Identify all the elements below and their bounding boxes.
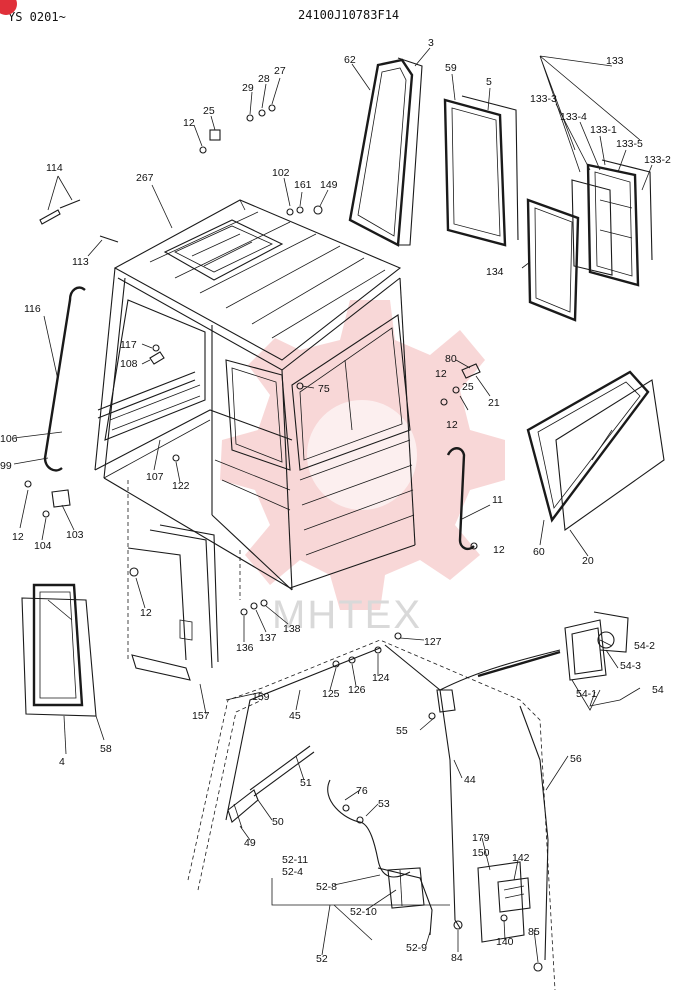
part-label: 60 [533, 546, 545, 558]
part-label: 56 [570, 753, 582, 765]
part-label: 103 [66, 529, 84, 541]
part-label: 11 [492, 494, 503, 506]
part-label: 76 [356, 785, 368, 797]
part-label: 136 [236, 642, 254, 654]
serial-range-label: YS 0201~ [8, 10, 66, 24]
part-label: 44 [464, 774, 476, 786]
part-label: 108 [120, 358, 138, 370]
hardware [24, 104, 508, 922]
part-label: 75 [318, 383, 330, 395]
part-label: 59 [445, 62, 457, 74]
part-label: 12 [493, 544, 505, 556]
work-lamp [564, 611, 629, 711]
part-label: 80 [445, 353, 457, 365]
part-label: 29 [242, 82, 254, 94]
part-label: 116 [24, 303, 41, 315]
part-label: 267 [136, 172, 154, 184]
wiring-harness [187, 639, 561, 991]
part-label: 12 [183, 117, 195, 129]
part-label: 85 [528, 926, 540, 938]
part-label: 134 [486, 266, 504, 278]
part-label: 133 [606, 55, 624, 67]
part-label: 58 [100, 743, 112, 755]
part-label: 113 [72, 256, 89, 268]
part-label: 107 [146, 471, 164, 483]
part-label: 51 [300, 777, 312, 789]
part-label: 161 [294, 179, 312, 191]
part-label: 149 [320, 179, 338, 191]
part-label: 106 [0, 433, 18, 445]
part-label: 3 [428, 37, 434, 49]
part-label: 124 [372, 672, 390, 684]
part-label: 117 [120, 339, 137, 351]
part-label: 125 [322, 688, 340, 700]
part-label: 52-10 [350, 906, 377, 918]
part-label: 133-2 [644, 154, 671, 166]
part-label: 27 [274, 65, 286, 77]
part-label: 138 [283, 623, 301, 635]
part-label: 137 [259, 632, 277, 644]
part-label: 50 [272, 816, 284, 828]
part-label: 52-8 [316, 881, 337, 893]
part-label: 28 [258, 73, 270, 85]
part-label: 12 [446, 419, 458, 431]
part-label: 54-3 [620, 660, 641, 672]
part-label: 99 [0, 460, 12, 472]
corner-badge [0, 0, 17, 15]
part-label: 21 [488, 397, 500, 409]
part-label: 84 [451, 952, 463, 964]
part-label: 5 [486, 76, 492, 88]
part-label: 12 [140, 607, 152, 619]
part-label: 126 [348, 684, 366, 696]
part-label: 52-4 [282, 866, 303, 878]
part-label: 55 [396, 725, 408, 737]
part-label: 52-11 [282, 854, 308, 866]
part-label: 52 [316, 953, 328, 965]
part-label: 102 [272, 167, 290, 179]
part-label: 133-5 [616, 138, 643, 150]
part-label: 54-1 [576, 688, 597, 700]
part-label: 133-4 [560, 111, 587, 123]
part-label: 12 [435, 368, 447, 380]
part-label: 179 [472, 832, 490, 844]
part-label: 45 [289, 710, 301, 722]
part-label: 159 [252, 691, 270, 703]
part-label: 54 [652, 684, 664, 696]
leader-lines [13, 47, 653, 963]
part-label: 25 [462, 381, 474, 393]
part-labels: 3 62 59 5 133 133-3 133-4 133-1 133-5 13… [0, 37, 671, 965]
part-label: 62 [344, 54, 356, 66]
part-label: 157 [192, 710, 210, 722]
part-label: 122 [172, 480, 190, 492]
part-label: 133-1 [590, 124, 617, 136]
part-label: 104 [34, 540, 52, 552]
part-label: 140 [496, 936, 514, 948]
watermark-text: MHTEX [272, 593, 422, 637]
part-label: 127 [424, 636, 442, 648]
part-label: 52-9 [406, 942, 427, 954]
part-label: 12 [12, 531, 24, 543]
part-label: 114 [46, 162, 63, 174]
part-label: 150 [472, 847, 490, 859]
watermark-logo [220, 300, 505, 610]
drawing-number-label: 24100J10783F14 [298, 8, 400, 22]
part-label: 4 [59, 756, 65, 768]
cab-frame [94, 199, 416, 591]
part-label: 142 [512, 852, 530, 864]
part-label: 53 [378, 798, 390, 810]
part-label: 133-3 [530, 93, 557, 105]
part-label: 49 [244, 837, 256, 849]
part-label: 25 [203, 105, 215, 117]
part-label: 20 [582, 555, 594, 567]
part-label: 54-2 [634, 640, 655, 652]
